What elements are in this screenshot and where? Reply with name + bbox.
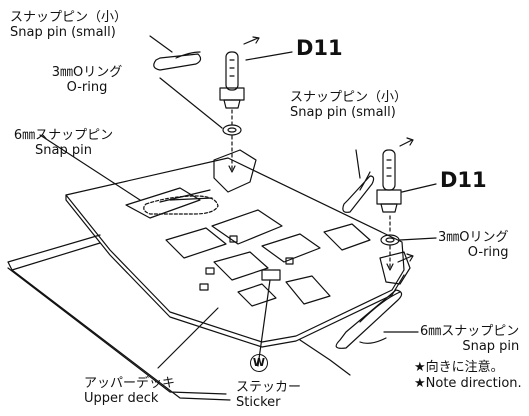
deck-cutout-7 [237, 283, 277, 307]
lower-deck-rail [7, 234, 231, 401]
note-direction-jp: ★向きに注意。 [414, 360, 504, 375]
label-snap-pin-6mm-left: 6㎜スナップピン Snap pin [6, 128, 121, 158]
deck-cutout-3 [165, 227, 227, 259]
label-snap-pin-6mm-right-jp: 6㎜スナップピン [420, 324, 520, 339]
note-direction-en: ★Note direction. [414, 376, 522, 391]
deck-cutout-5 [213, 251, 269, 281]
label-oring-right: 3㎜Oリング O-ring [438, 230, 509, 260]
label-upper-deck-jp: アッパーデッキ [84, 376, 176, 391]
upper-deck-outline [65, 157, 405, 343]
label-upper-deck: アッパーデッキ Upper deck [84, 376, 175, 406]
label-oring-right-en: O-ring [467, 245, 509, 260]
rear-rail [299, 339, 351, 376]
snap-pin-6mm-right-shape [335, 289, 403, 349]
part-number-d11-top: D11 [296, 36, 343, 60]
label-oring-top-en: O-ring [66, 80, 108, 95]
label-snap-pin-small-top-en: Snap pin (small) [10, 25, 116, 40]
label-sticker: ステッカー Sticker [236, 380, 301, 410]
label-oring-top-jp: 3㎜Oリング [51, 65, 123, 80]
post-top [225, 51, 239, 91]
note-direction: ★向きに注意。 ★Note direction. [414, 360, 522, 392]
mount-tab-top [213, 149, 257, 193]
label-snap-pin-6mm-left-en: Snap pin [35, 143, 92, 158]
deck-cutout-8 [323, 223, 371, 251]
deck-cutout-1 [125, 187, 201, 219]
deck-cutout-4 [261, 233, 321, 263]
deck-cutout-6 [285, 275, 331, 305]
part-number-d11-right: D11 [440, 168, 487, 192]
post-right [382, 149, 396, 191]
upper-deck-edge [65, 194, 405, 348]
label-snap-pin-6mm-right: 6㎜スナップピン Snap pin [420, 324, 519, 354]
label-snap-pin-6mm-left-jp: 6㎜スナップピン [13, 128, 114, 143]
oring-top-shape [222, 124, 242, 136]
snap-pin-small-top-shape [153, 51, 202, 71]
label-snap-pin-small-right-en: Snap pin (small) [290, 105, 396, 120]
oring-right-shape [380, 234, 400, 246]
label-snap-pin-6mm-right-en: Snap pin [462, 339, 520, 354]
label-snap-pin-small-top-jp: スナップピン（小） [10, 10, 128, 25]
label-sticker-jp: ステッカー [236, 380, 302, 395]
label-snap-pin-small-top: スナップピン（小） Snap pin (small) [10, 10, 127, 40]
label-oring-top: 3㎜Oリング O-ring [32, 65, 142, 95]
label-upper-deck-en: Upper deck [84, 391, 159, 406]
label-sticker-en: Sticker [236, 395, 281, 410]
label-snap-pin-small-right: スナップピン（小） Snap pin (small) [290, 90, 407, 120]
label-snap-pin-small-right-jp: スナップピン（小） [290, 90, 408, 105]
deck-cutout-2 [211, 209, 283, 245]
sticker-code-badge: W [250, 354, 268, 372]
label-oring-right-jp: 3㎜Oリング [438, 230, 509, 245]
lower-deck-rail-2 [7, 267, 227, 395]
snap-pin-small-right-shape [342, 171, 375, 213]
mount-tab-right [379, 251, 411, 285]
